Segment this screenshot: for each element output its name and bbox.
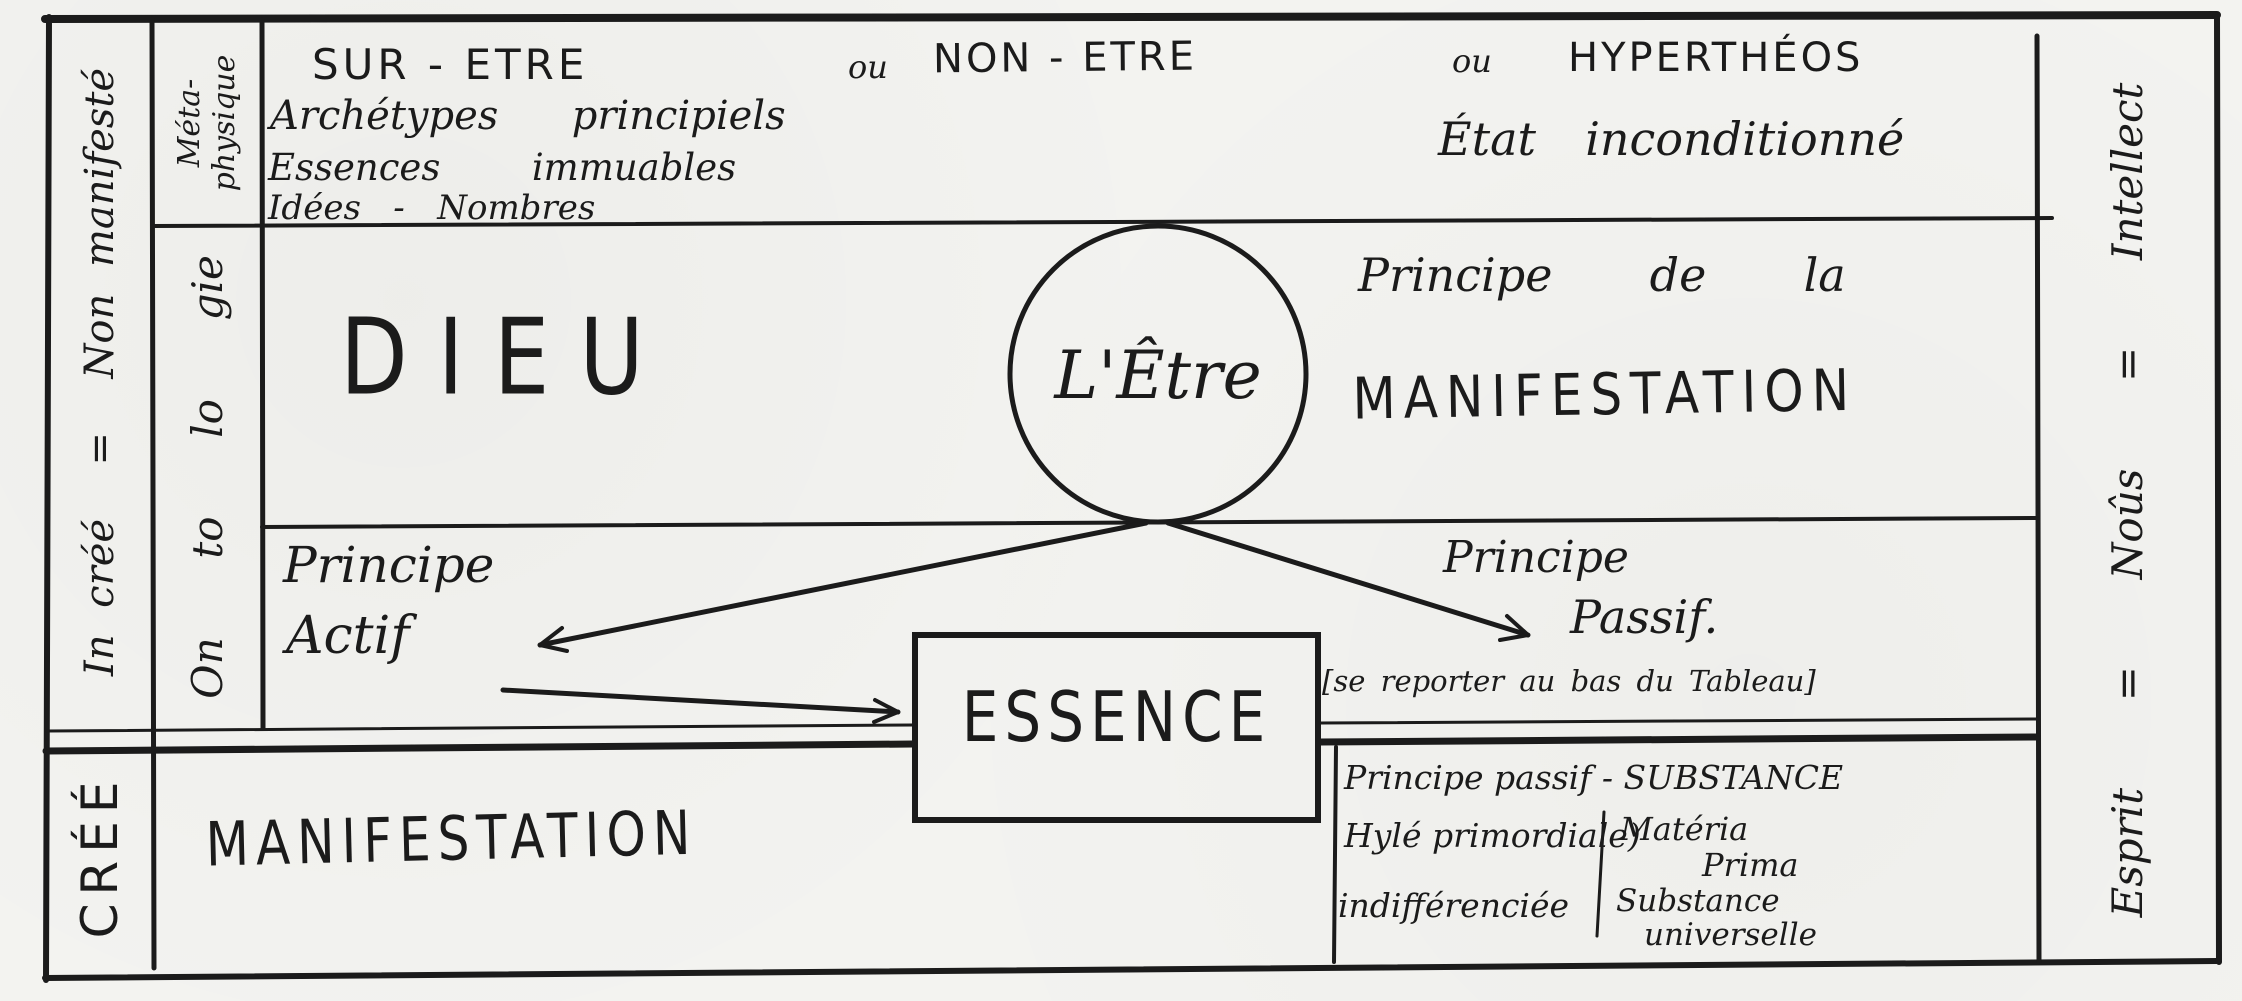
principe-passif-substance-label: Principe passif - SUBSTANCE: [1344, 758, 1844, 797]
substance-universelle-line1: Substance: [1616, 883, 1780, 919]
materia-label: Matéria: [1620, 810, 1749, 848]
prima-label: Prima: [1702, 846, 1799, 884]
rail-created-text: CRÉÉ: [71, 773, 129, 939]
arrow-to-principe-passif: [1165, 520, 1531, 642]
principe-passif-line2: Passif.: [1570, 590, 1719, 644]
arrow-to-essence: [500, 687, 901, 724]
etre-circle: [1007, 223, 1309, 525]
etre-label: L'Être: [1054, 337, 1262, 414]
manifestation-principle-label: MANIFESTATION: [1351, 356, 1858, 433]
rail-ontology-text: On to lo gie: [182, 255, 232, 699]
hyle-materia-divider: [1595, 810, 1606, 938]
manifestation-main-label: MANIFESTATION: [204, 797, 699, 881]
principe-actif-line1: Principe: [283, 536, 495, 594]
dieu-label: DIEU: [340, 295, 674, 419]
uncreated-column-divider: [149, 16, 157, 971]
archetypes-label: Archétypes principiels: [270, 93, 786, 139]
domain-column-divider: [259, 17, 266, 731]
rail-ontology-label: On to lo gie: [155, 242, 259, 712]
principe-passif-line1: Principe: [1443, 532, 1629, 583]
separator-thin-right: [1318, 717, 2039, 725]
left-border: [43, 14, 52, 983]
arrow-to-principe-actif: [537, 520, 1149, 653]
non-etre-label: NON - ETRE: [932, 33, 1198, 83]
rail-uncreated-text: In créé = Non manifesté: [77, 67, 123, 677]
bottom-border: [42, 958, 2220, 981]
see-table-note: [se reporter au bas du Tableau]: [1322, 664, 1816, 698]
spirit-column-divider: [2034, 33, 2042, 965]
essence-label: ESSENCE: [961, 676, 1272, 758]
principe-actif-line2: Actif: [286, 606, 410, 666]
ou-label-1: ou: [848, 48, 888, 86]
separator-thick-left: [42, 740, 917, 755]
separator-thick-right: [1316, 733, 2041, 746]
metaphysics-word-2: physique: [207, 54, 242, 192]
top-border: [41, 11, 2221, 23]
metaphysics-word-1: Méta-: [172, 78, 207, 168]
rail-metaphysics-text: Méta-physique: [172, 55, 242, 192]
right-border: [2214, 12, 2222, 965]
hypertheos-label: HYPERTHÉOS: [1568, 35, 1864, 81]
essence-box: [912, 632, 1321, 823]
metaphysics-row-line: [151, 216, 2054, 228]
substance-block-left-border: [1332, 745, 1338, 964]
sur-etre-label: SUR - ETRE: [312, 40, 589, 89]
idees-nombres-label: Idées - Nombres: [268, 188, 596, 228]
rail-spirit-label: Esprit = Noûs = Intellect: [2042, 80, 2212, 920]
indifferenciee-label: indifférenciée: [1338, 886, 1570, 925]
essences-label: Essences immuables: [268, 146, 737, 189]
separator-thin-left: [45, 723, 915, 733]
rail-uncreated-label: In créé = Non manifesté: [48, 22, 152, 722]
ou-label-2: ou: [1452, 42, 1492, 80]
rail-created-label: CRÉÉ: [48, 751, 152, 961]
rail-spirit-text: Esprit = Noûs = Intellect: [2102, 82, 2152, 918]
substance-universelle-line2: universelle: [1644, 917, 1817, 953]
rail-metaphysics-label: Méta-physique: [155, 25, 259, 221]
principe-de-la-label: Principe de la: [1358, 248, 1846, 302]
hyle-primordiale-label: Hylé primordiale): [1344, 816, 1641, 855]
etat-inconditionne-label: État inconditionné: [1438, 112, 1905, 166]
